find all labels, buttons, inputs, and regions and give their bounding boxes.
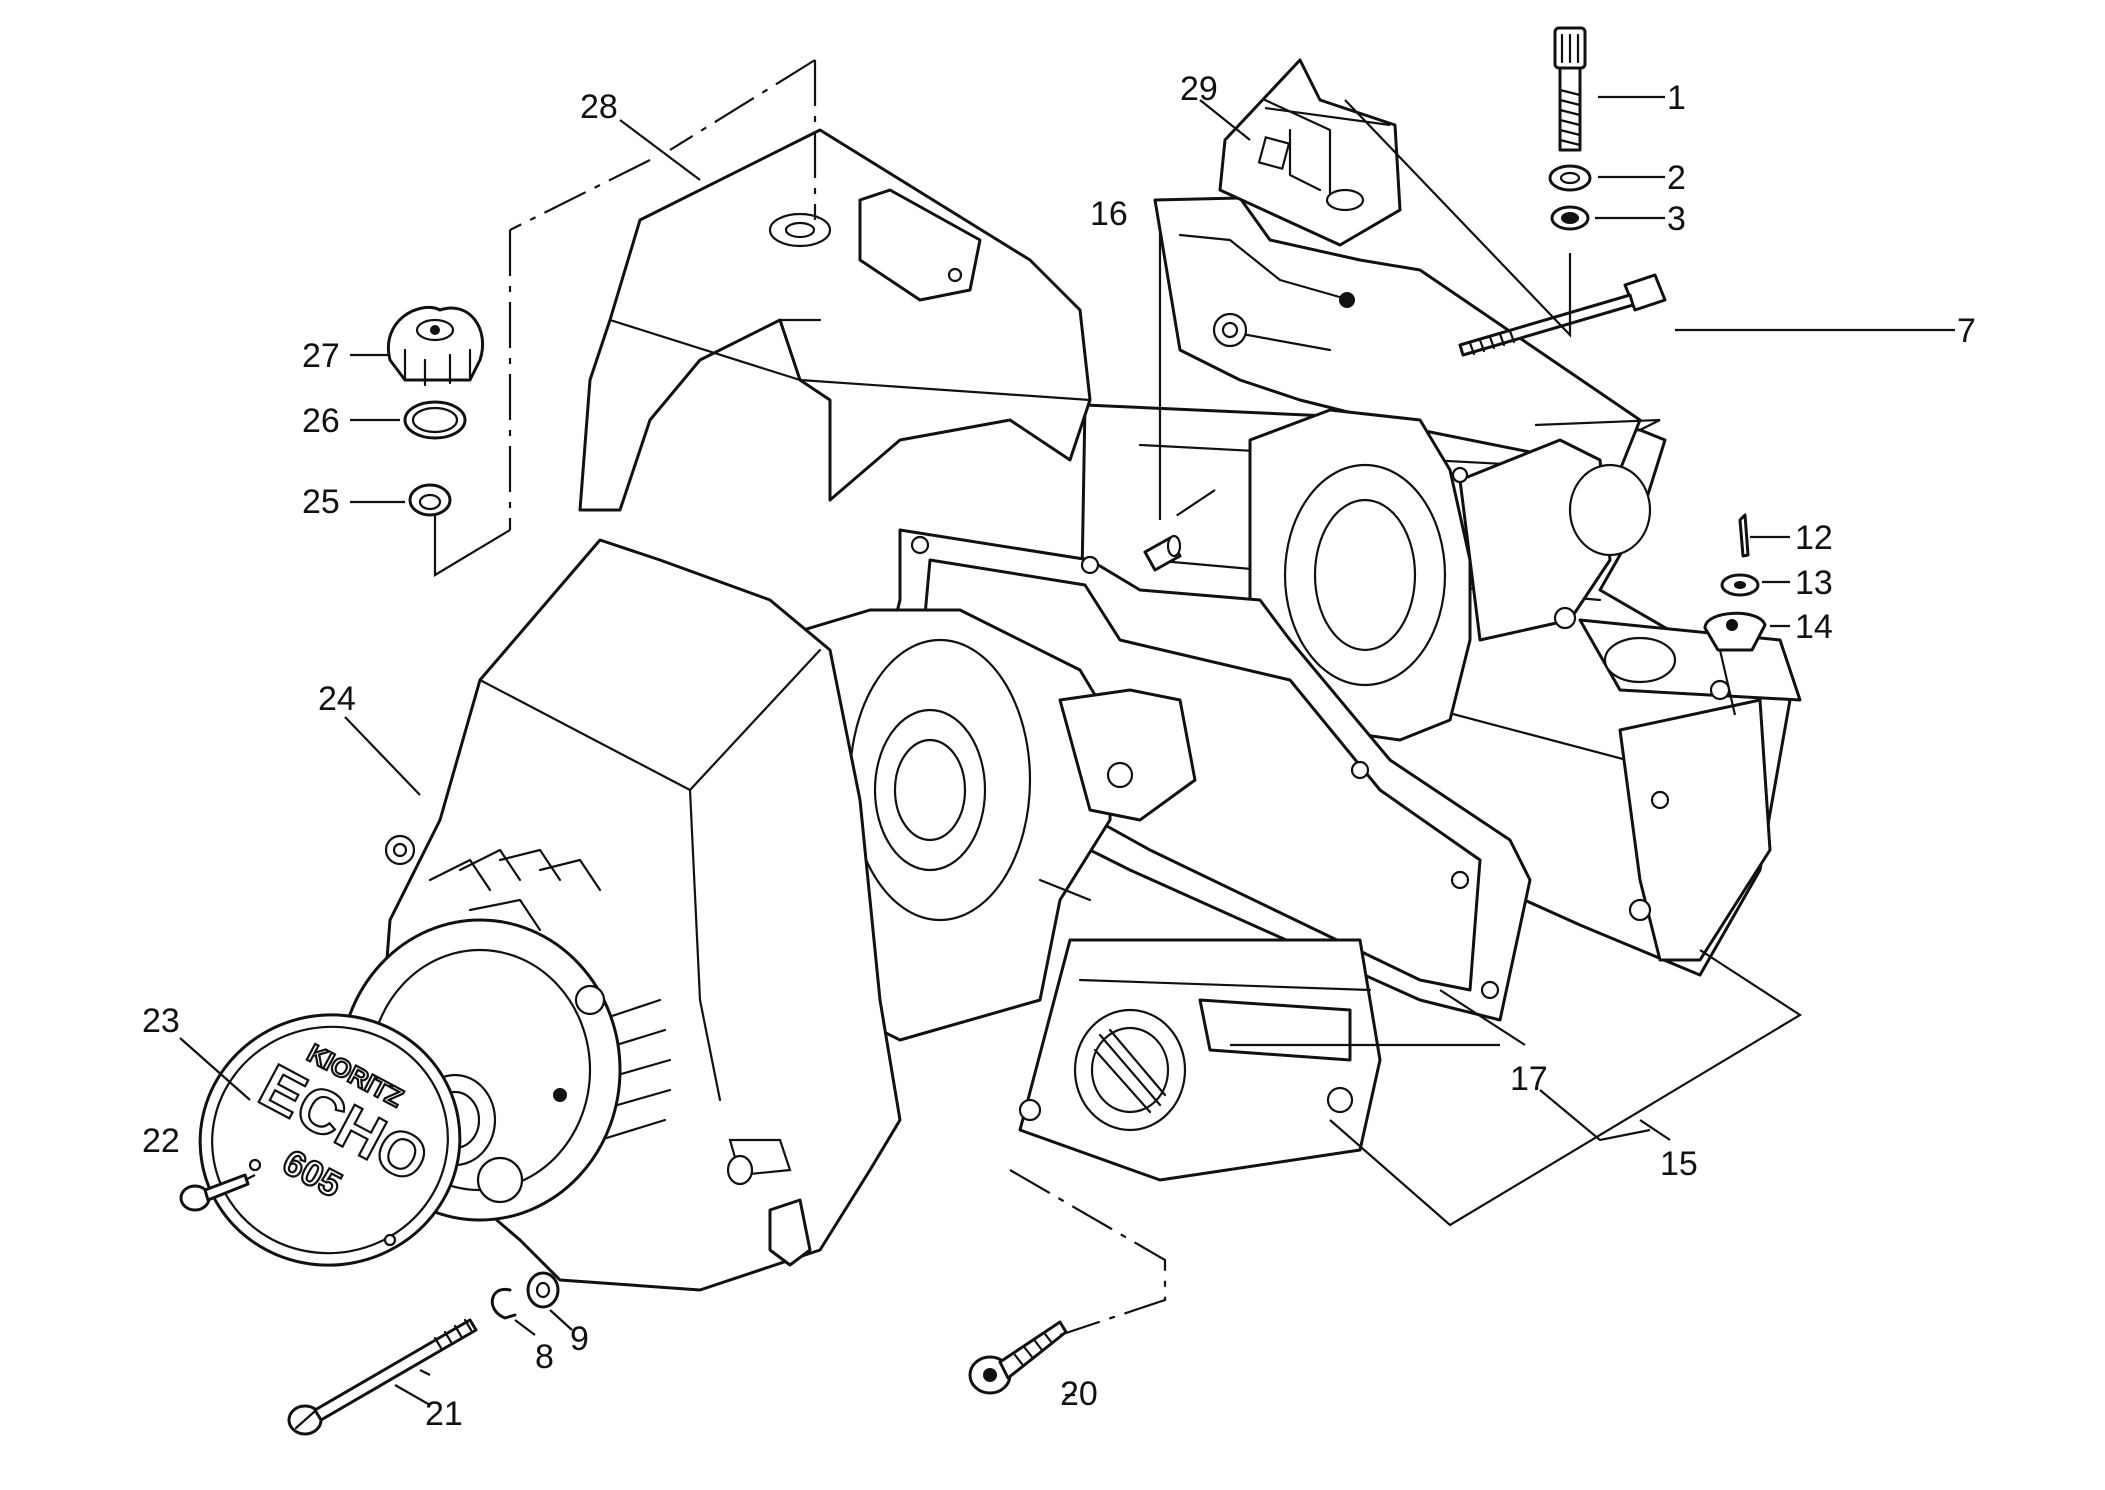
callout-13: 13 <box>1795 564 1833 602</box>
callout-25: 25 <box>302 483 340 521</box>
long-bolt-part-7 <box>1458 273 1667 357</box>
callout-29: 29 <box>1180 70 1218 108</box>
socket-bolt-part-20 <box>968 1320 1068 1395</box>
washer-part-13 <box>1720 573 1760 597</box>
callout-12: 12 <box>1795 519 1833 557</box>
callout-labels: 1 2 3 7 8 9 12 13 14 15 16 17 20 21 22 2… <box>142 70 1976 1433</box>
cap-part-27 <box>386 305 485 387</box>
callout-22: 22 <box>142 1122 180 1160</box>
handle-bracket-part-29 <box>1218 58 1402 308</box>
callout-7: 7 <box>1957 312 1976 350</box>
washer-part-3 <box>1550 205 1590 231</box>
leader-lines <box>179 95 1955 1406</box>
assembly-lines <box>433 59 1216 1337</box>
callout-23: 23 <box>142 1002 180 1040</box>
starter-cover-part-23: KIORITZ ECHO 605 <box>198 1013 462 1267</box>
clip-part-8 <box>490 1287 517 1320</box>
callout-1: 1 <box>1667 79 1686 117</box>
callout-15: 15 <box>1660 1145 1698 1183</box>
screw-part-22 <box>179 1173 250 1212</box>
callout-26: 26 <box>302 402 340 440</box>
o-ring-part-26 <box>403 400 467 440</box>
clip-part-25 <box>408 483 452 517</box>
washer-part-9 <box>526 1271 560 1309</box>
socket-bolt-part-1 <box>1553 26 1587 152</box>
stopper-part-14 <box>1703 611 1767 652</box>
callout-2: 2 <box>1667 159 1686 197</box>
callout-21: 21 <box>425 1395 463 1433</box>
callout-20: 20 <box>1060 1375 1098 1413</box>
callout-9: 9 <box>570 1320 589 1358</box>
dowel-pin-part-16 <box>1143 534 1182 572</box>
long-screw-part-21 <box>287 1318 478 1436</box>
callout-8: 8 <box>535 1338 554 1376</box>
callout-14: 14 <box>1795 608 1833 646</box>
callout-27: 27 <box>302 337 340 375</box>
callout-24: 24 <box>318 680 356 718</box>
pin-part-12 <box>1738 513 1750 558</box>
spring-washer-part-2 <box>1548 164 1592 192</box>
callout-16: 16 <box>1090 195 1128 233</box>
top-cover-part-28 <box>578 128 1092 512</box>
callout-28: 28 <box>580 88 618 126</box>
callout-17: 17 <box>1510 1060 1548 1098</box>
callout-3: 3 <box>1667 200 1686 238</box>
